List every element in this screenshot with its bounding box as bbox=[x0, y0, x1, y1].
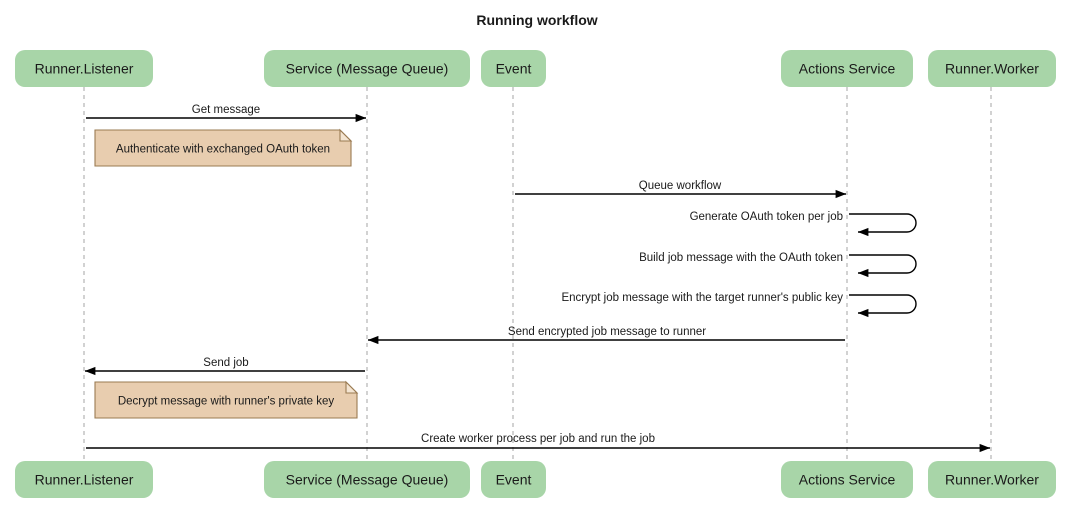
participant-event-top[interactable]: Event bbox=[481, 50, 546, 87]
participant-service-message-queue-top[interactable]: Service (Message Queue) bbox=[264, 50, 470, 87]
message-send-job[interactable]: Send job bbox=[84, 357, 365, 376]
participant-service-message-queue-bottom[interactable]: Service (Message Queue) bbox=[264, 461, 470, 498]
participant-box bbox=[15, 461, 153, 498]
note-body bbox=[94, 381, 358, 419]
message-build-job-message-with-the-oauth-token[interactable]: Build job message with the OAuth token bbox=[639, 252, 917, 278]
participants-top-group: Runner.Listener Service (Message Queue) Ev… bbox=[15, 50, 1056, 87]
note-label: Authenticate with exchanged OAuth token bbox=[116, 144, 330, 156]
participant-box bbox=[264, 461, 470, 498]
participant-label: Service (Message Queue) bbox=[286, 61, 449, 77]
participant-runner-worker-bottom[interactable]: Runner.Worker bbox=[928, 461, 1056, 498]
participant-runner-listener-top[interactable]: Runner.Listener bbox=[15, 50, 153, 87]
participant-actions-service-bottom[interactable]: Actions Service bbox=[781, 461, 913, 498]
message-self-loop-path bbox=[849, 213, 917, 237]
participant-box bbox=[928, 50, 1056, 87]
participant-label: Runner.Worker bbox=[945, 61, 1039, 77]
message-label: Encrypt job message with the target runn… bbox=[561, 292, 843, 304]
note-fold-corner bbox=[339, 128, 353, 142]
message-encrypt-job-message-with-the-target-runners-public-key[interactable]: Encrypt job message with the target runn… bbox=[561, 292, 917, 318]
message-label: Send encrypted job message to runner bbox=[508, 326, 706, 338]
message-queue-workflow[interactable]: Queue workflow bbox=[515, 180, 847, 199]
message-send-encrypted-job-message-to-runner[interactable]: Send encrypted job message to runner bbox=[367, 326, 845, 345]
message-self-loop-path bbox=[849, 294, 917, 318]
participant-event-bottom[interactable]: Event bbox=[481, 461, 546, 498]
note-body bbox=[94, 129, 352, 167]
participant-label: Runner.Worker bbox=[945, 472, 1039, 488]
message-self-loop-path bbox=[849, 254, 917, 278]
note-authenticate-with-exchanged-oauth-token[interactable]: Authenticate with exchanged OAuth token bbox=[94, 128, 353, 167]
message-get-message[interactable]: Get message bbox=[86, 104, 367, 123]
participant-label: Service (Message Queue) bbox=[286, 472, 449, 488]
participant-box bbox=[481, 50, 546, 87]
participant-label: Actions Service bbox=[799, 61, 896, 77]
note-label: Decrypt message with runner's private ke… bbox=[118, 396, 335, 408]
participants-bottom-group: Runner.Listener Service (Message Queue) Ev… bbox=[15, 461, 1056, 498]
participant-label: Runner.Listener bbox=[35, 61, 134, 77]
participant-runner-listener-bottom[interactable]: Runner.Listener bbox=[15, 461, 153, 498]
message-label: Build job message with the OAuth token bbox=[639, 252, 843, 264]
participant-box bbox=[15, 50, 153, 87]
message-label: Create worker process per job and run th… bbox=[421, 433, 655, 445]
participant-box bbox=[781, 461, 913, 498]
participant-label: Event bbox=[496, 61, 532, 77]
lifelines-group bbox=[83, 87, 992, 461]
message-create-worker-process-per-job-and-run-the-job[interactable]: Create worker process per job and run th… bbox=[86, 433, 991, 453]
participant-box bbox=[481, 461, 546, 498]
participant-label: Event bbox=[496, 472, 532, 488]
page-title: Running workflow bbox=[476, 12, 597, 28]
participant-label: Runner.Listener bbox=[35, 472, 134, 488]
message-label: Queue workflow bbox=[639, 180, 722, 192]
message-label: Generate OAuth token per job bbox=[690, 211, 843, 223]
participant-runner-worker-top[interactable]: Runner.Worker bbox=[928, 50, 1056, 87]
notes-group: Authenticate with exchanged OAuth tokenD… bbox=[94, 128, 359, 419]
message-label: Send job bbox=[203, 357, 248, 369]
participant-box bbox=[264, 50, 470, 87]
participant-box bbox=[928, 461, 1056, 498]
note-decrypt-message-with-runners-private-key[interactable]: Decrypt message with runner's private ke… bbox=[94, 380, 359, 419]
participant-box bbox=[781, 50, 913, 87]
note-fold-corner bbox=[345, 380, 359, 394]
message-label: Get message bbox=[192, 104, 260, 116]
message-generate-oauth-token-per-job[interactable]: Generate OAuth token per job bbox=[690, 211, 917, 237]
participant-actions-service-top[interactable]: Actions Service bbox=[781, 50, 913, 87]
participant-label: Actions Service bbox=[799, 472, 896, 488]
